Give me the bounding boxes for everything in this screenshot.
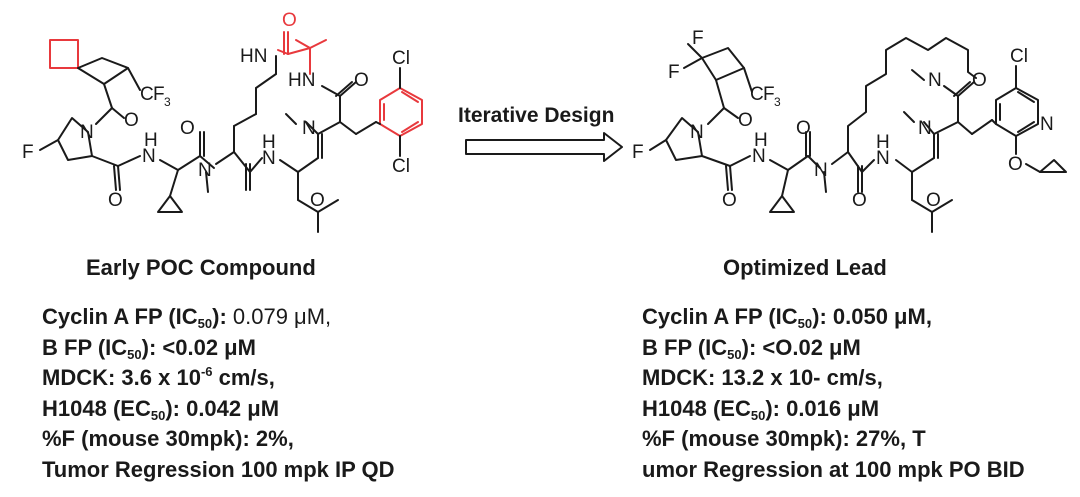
svg-text:O: O xyxy=(282,10,297,31)
svg-text:H: H xyxy=(144,130,158,151)
svg-text:O: O xyxy=(796,118,811,139)
svg-text:N: N xyxy=(690,122,704,143)
svg-text:N: N xyxy=(928,70,942,91)
svg-text:F: F xyxy=(763,84,775,105)
mdck-row: MDCK: 13.2 x 10- cm/s, xyxy=(642,365,883,390)
svg-text:O: O xyxy=(722,190,737,211)
bioavailability-row: %F (mouse 30mpk): 27%, T xyxy=(642,426,926,451)
svg-text:N: N xyxy=(302,118,316,139)
svg-text:O: O xyxy=(852,190,867,211)
svg-text:N: N xyxy=(142,146,156,167)
svg-text:F: F xyxy=(668,62,680,83)
svg-text:Cl: Cl xyxy=(1010,46,1028,67)
cyclin-a-row: Cyclin A FP (IC50): 0.079 μM, xyxy=(42,304,332,331)
svg-text:F: F xyxy=(22,142,34,163)
svg-text:N: N xyxy=(876,148,890,169)
svg-text:O: O xyxy=(972,70,987,91)
svg-text:N: N xyxy=(262,148,276,169)
tumor-regression-row: umor Regression at 100 mpk PO BID xyxy=(642,456,1025,482)
svg-text:O: O xyxy=(124,110,139,131)
svg-text:H: H xyxy=(262,132,276,153)
svg-text:N: N xyxy=(814,160,828,181)
svg-text:N: N xyxy=(918,118,932,139)
svg-text:F: F xyxy=(153,84,165,105)
svg-text:Cl: Cl xyxy=(392,156,410,177)
svg-text:O: O xyxy=(926,190,941,211)
svg-text:C: C xyxy=(750,84,764,105)
early-poc-molecule xyxy=(39,31,423,233)
svg-text:N: N xyxy=(80,122,94,143)
svg-text:C: C xyxy=(140,84,154,105)
svg-text:3: 3 xyxy=(164,95,171,109)
early-poc-properties: Cyclin A FP (IC50): 0.079 μM, B FP (IC50… xyxy=(42,302,395,485)
optimized-lead-caption: Optimized Lead xyxy=(723,255,887,280)
svg-text:O: O xyxy=(310,190,325,211)
tumor-regression-row: Tumor Regression 100 mpk IP QD xyxy=(42,456,395,482)
svg-text:N: N xyxy=(1040,114,1054,135)
svg-text:F: F xyxy=(632,142,644,163)
cyclin-b-row: B FP (IC50): <O.02 μM xyxy=(642,334,861,362)
svg-text:3: 3 xyxy=(774,95,781,109)
svg-text:N: N xyxy=(198,160,212,181)
svg-text:HN: HN xyxy=(240,46,267,67)
bioavailability-row: %F (mouse 30mpk): 2%, xyxy=(42,426,294,451)
svg-text:F: F xyxy=(692,28,704,49)
svg-text:HN: HN xyxy=(288,70,315,91)
h1048-row: H1048 (EC50): 0.016 μM xyxy=(642,395,880,423)
svg-text:N: N xyxy=(752,146,766,167)
early-poc-atom-labels: C F 3 O N F O N H O N N H O N HN O HN O … xyxy=(22,10,410,211)
cyclin-b-row: B FP (IC50): <0.02 μM xyxy=(42,334,256,362)
early-poc-caption: Early POC Compound xyxy=(86,255,316,280)
optimized-lead-molecule xyxy=(649,37,1067,233)
svg-text:O: O xyxy=(108,190,123,211)
svg-text:O: O xyxy=(738,110,753,131)
cyclin-a-row: Cyclin A FP (IC50): 0.050 μM, xyxy=(642,304,932,331)
svg-text:O: O xyxy=(180,118,195,139)
iterative-design-arrow xyxy=(465,132,623,162)
svg-text:O: O xyxy=(354,70,369,91)
svg-text:H: H xyxy=(876,132,890,153)
svg-text:H: H xyxy=(754,130,768,151)
svg-text:O: O xyxy=(1008,154,1023,175)
h1048-row: H1048 (EC50): 0.042 μM xyxy=(42,395,280,423)
optimized-lead-properties: Cyclin A FP (IC50): 0.050 μM, B FP (IC50… xyxy=(642,302,1025,485)
svg-text:Cl: Cl xyxy=(392,48,410,69)
optimized-lead-atom-labels: F F C F 3 O N F O N H O N N H O O N N O … xyxy=(632,28,1054,211)
arrow-label: Iterative Design xyxy=(458,104,615,127)
mdck-row: MDCK: 3.6 x 10-6 cm/s, xyxy=(42,364,275,390)
